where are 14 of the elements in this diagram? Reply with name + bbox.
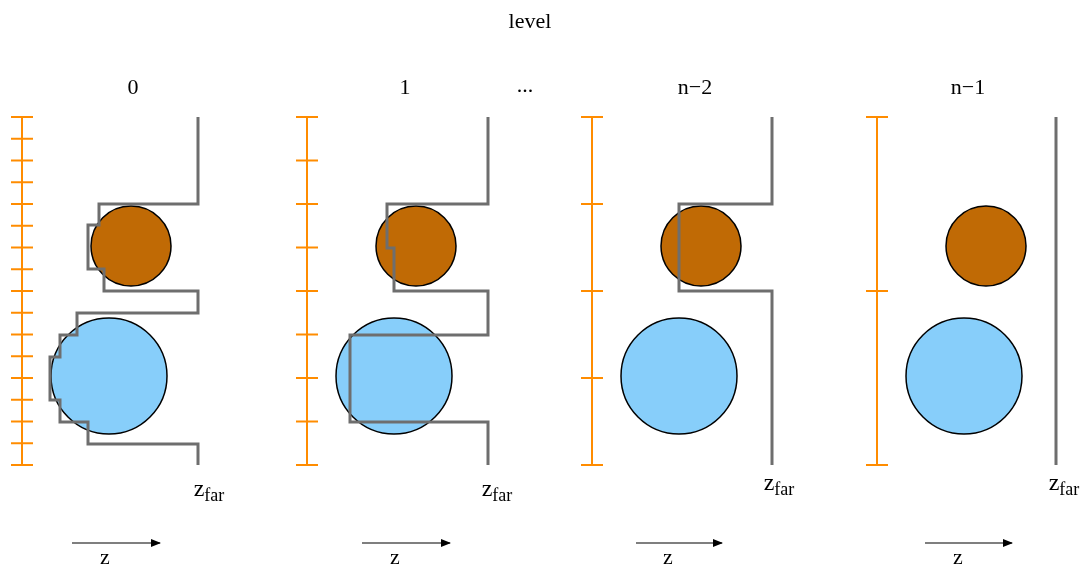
axis-label: z$_{far}$ [1048, 470, 1080, 498]
axis-label: ... [516, 74, 534, 96]
axis-label: z$_{far}$ [481, 476, 513, 504]
axis-label: z$_{far}$ [193, 476, 225, 504]
axis-label: 0 [127, 76, 139, 98]
axis-label: 1 [399, 76, 411, 98]
diagram-title: level [508, 8, 552, 34]
axis-label: n−2 [677, 76, 713, 98]
axis-label: z [100, 546, 110, 567]
axis-label: z [390, 546, 400, 567]
axis-label: z$_{far}$ [763, 470, 795, 498]
axis-label: n−1 [950, 76, 986, 98]
axis-label: z [953, 546, 963, 567]
axis-label: z [663, 546, 673, 567]
